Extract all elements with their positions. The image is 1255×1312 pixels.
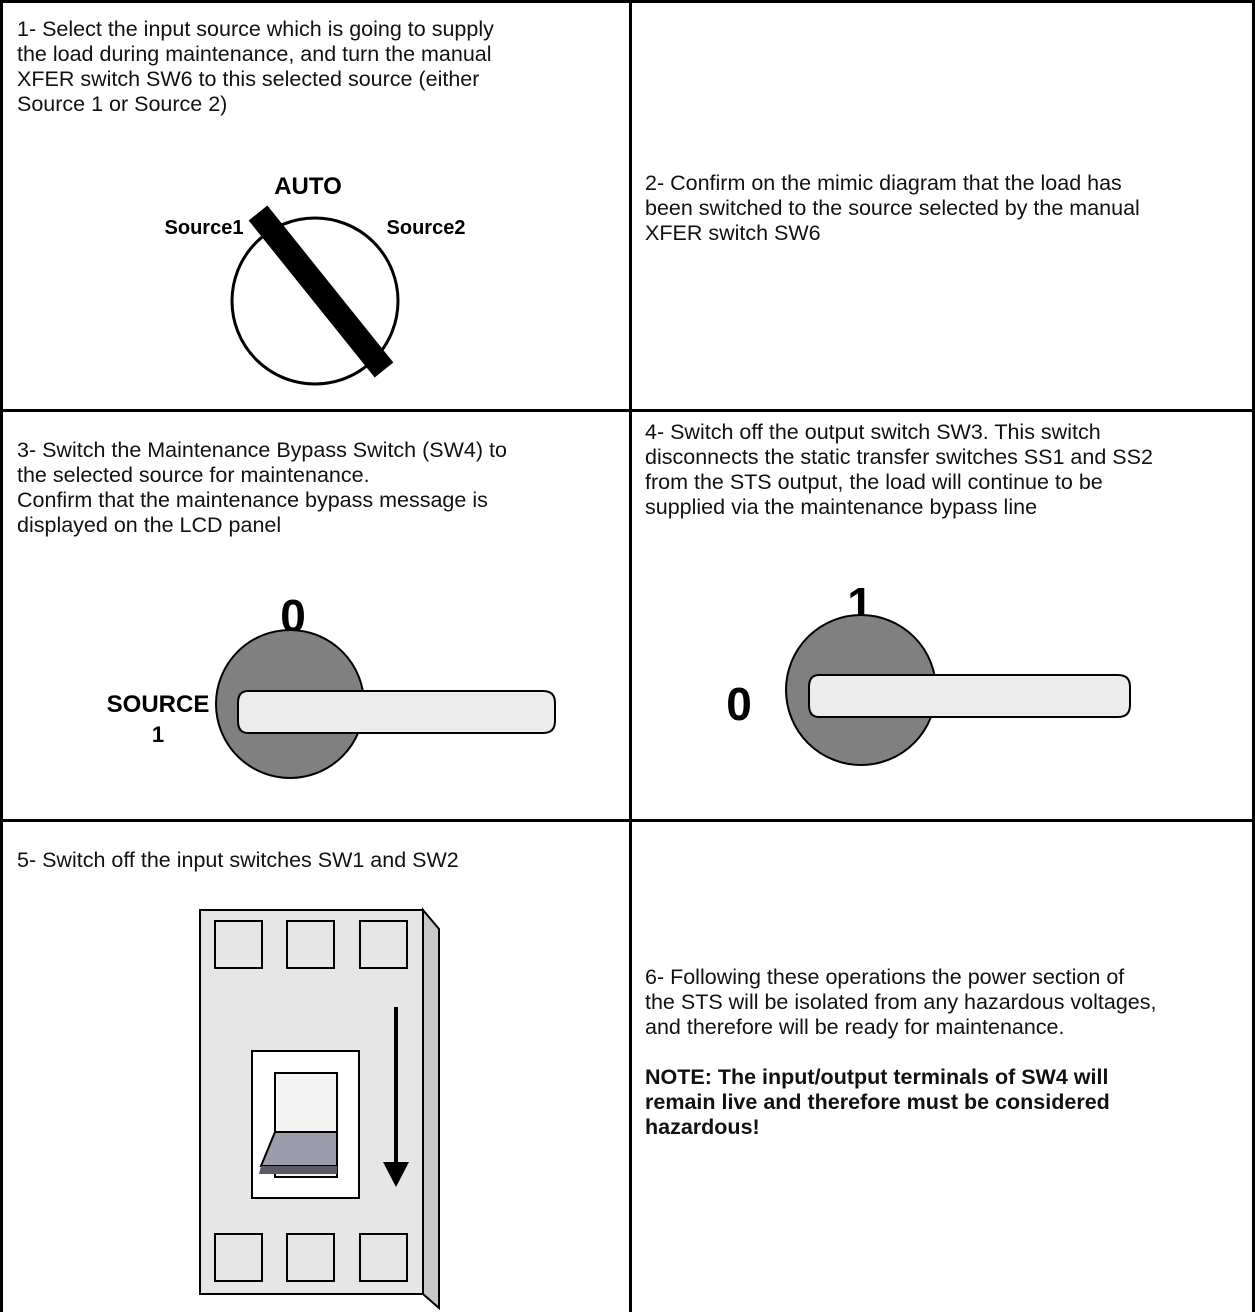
step-6-text: 6- Following these operations the power … [645,965,1157,1040]
step-6-cell: 6- Following these operations the power … [632,822,1252,1312]
output-switch-diagram: 1 0 [632,412,1252,819]
step-1-cell: 1- Select the input source which is goin… [3,3,629,409]
input-breaker-diagram [3,822,629,1312]
breaker-toggle-lever [261,1132,337,1166]
step-6-note: NOTE: The input/output terminals of SW4 … [645,1065,1110,1140]
output-label-0: 0 [726,678,752,730]
step-3-cell: 3- Switch the Maintenance Bypass Switch … [3,412,629,819]
bypass-switch-diagram: 0 SOURCE 1 [3,412,629,819]
xfer-label-source1: Source1 [165,217,244,239]
bypass-label-1: 1 [152,722,164,747]
bypass-label-source: SOURCE [107,691,210,718]
xfer-label-source2: Source2 [387,217,466,239]
step-5-cell: 5- Switch off the input switches SW1 and… [3,822,629,1312]
output-handle [809,675,1130,717]
breaker-toggle-shade [259,1166,337,1174]
step-2-text: 2- Confirm on the mimic diagram that the… [645,171,1140,246]
step-2-cell: 2- Confirm on the mimic diagram that the… [632,3,1252,409]
xfer-label-auto: AUTO [274,173,342,200]
step-4-cell: 4- Switch off the output switch SW3. Thi… [632,412,1252,819]
xfer-switch-diagram: AUTO Source1 Source2 [3,3,629,409]
breaker-side-face [423,910,439,1308]
bypass-handle [238,691,555,733]
